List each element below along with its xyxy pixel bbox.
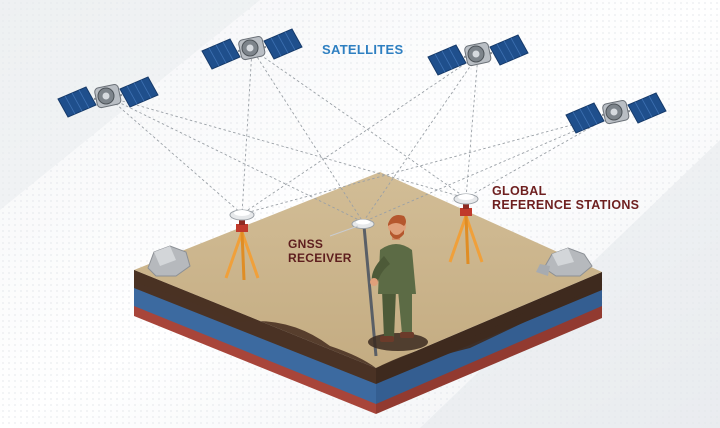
rock-right bbox=[536, 247, 593, 277]
gnss-receiver-label-line: RECEIVER bbox=[288, 250, 352, 265]
reference-stations-label-line: REFERENCE STATIONS bbox=[492, 198, 640, 213]
signal-link bbox=[107, 96, 467, 199]
gnss-receiver-label-line: GNSS bbox=[288, 237, 324, 251]
signal-link bbox=[107, 96, 364, 223]
satellites-label: SATELLITES bbox=[322, 42, 404, 57]
reference-stations-label: GLOBAL REFERENCE STATIONS bbox=[492, 184, 639, 213]
signal-link bbox=[465, 54, 479, 199]
gnss-receiver-label: GNSS RECEIVER bbox=[288, 237, 352, 266]
signal-link bbox=[241, 54, 479, 215]
soil-wave bbox=[376, 272, 602, 380]
surveyor-person bbox=[368, 215, 428, 351]
signal-link bbox=[362, 112, 617, 223]
signal-link bbox=[465, 112, 617, 199]
signal-link bbox=[251, 48, 467, 199]
signal-link bbox=[251, 48, 364, 223]
soil-wave bbox=[134, 270, 376, 368]
reference-stations-label-line: GLOBAL bbox=[492, 184, 547, 198]
rock-left bbox=[147, 245, 191, 277]
signal-ray bbox=[329, 225, 359, 237]
signal-link bbox=[362, 54, 479, 223]
signal-lines bbox=[107, 48, 617, 223]
